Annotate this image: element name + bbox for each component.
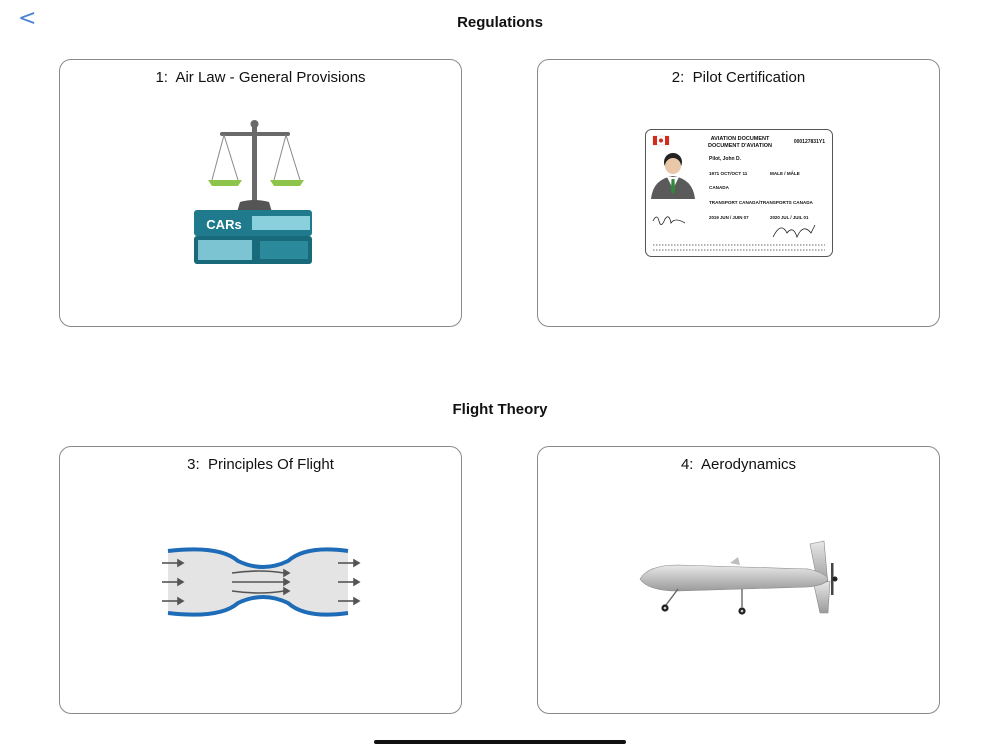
venturi-tube-icon bbox=[162, 547, 361, 617]
section-title-regulations: Regulations bbox=[457, 14, 543, 31]
licence-issue-date: 2019 JUN / JUIN 07 bbox=[709, 215, 749, 220]
pilot-avatar bbox=[651, 153, 695, 199]
lesson-card-title: 4: Aerodynamics bbox=[538, 456, 939, 473]
licence-header-fr: DOCUMENT D'AVIATION bbox=[708, 143, 772, 149]
lesson-card-principles-of-flight[interactable]: 3: Principles Of Flight bbox=[59, 446, 462, 714]
lesson-title: Pilot Certification bbox=[692, 69, 806, 86]
issuer-signature bbox=[772, 224, 816, 239]
licence-name: Pilot, John D. bbox=[709, 156, 742, 162]
cars-book-label: CARs bbox=[206, 217, 241, 232]
back-button[interactable]: < bbox=[18, 6, 37, 31]
lesson-number: 1: bbox=[155, 69, 168, 86]
licence-number: 000127831Y1 bbox=[794, 139, 825, 145]
lesson-card-aerodynamics[interactable]: 4: Aerodynamics bbox=[537, 446, 940, 714]
licence-citizenship: CANADA bbox=[709, 185, 730, 190]
holder-signature bbox=[652, 216, 686, 225]
lesson-card-title: 1: Air Law - General Provisions bbox=[60, 69, 461, 86]
lesson-card-air-law[interactable]: 1: Air Law - General Provisions CARs bbox=[59, 59, 462, 327]
home-indicator[interactable] bbox=[374, 740, 626, 744]
lesson-title: Principles Of Flight bbox=[207, 456, 334, 473]
pilot-licence-card-icon: AVIATION DOCUMENT DOCUMENT D'AVIATION 00… bbox=[645, 129, 833, 257]
lesson-card-title: 3: Principles Of Flight bbox=[60, 456, 461, 473]
licence-dob: 1971 OCT/OCT 11 bbox=[709, 171, 748, 176]
lesson-card-title: 2: Pilot Certification bbox=[538, 69, 939, 86]
lesson-card-pilot-certification[interactable]: 2: Pilot Certification AVIATION DOCUMENT… bbox=[537, 59, 940, 327]
scales-and-books-icon: CARs bbox=[194, 120, 312, 264]
licence-header-en: AVIATION DOCUMENT bbox=[711, 136, 770, 142]
lesson-number: 3: bbox=[187, 456, 200, 473]
licence-sex: MALE / MÂLE bbox=[770, 170, 800, 176]
lesson-number: 2: bbox=[671, 69, 685, 86]
lesson-title: Air Law - General Provisions bbox=[175, 69, 366, 86]
drone-aircraft-icon bbox=[639, 540, 838, 615]
licence-expiry-date: 2020 JUL / JUIL 01 bbox=[770, 215, 809, 220]
licence-issuer: TRANSPORT CANADA/TRANSPORTS CANADA bbox=[709, 200, 814, 205]
lesson-number: 4: bbox=[680, 456, 694, 473]
section-title-flight-theory: Flight Theory bbox=[452, 401, 548, 418]
lesson-title: Aerodynamics bbox=[700, 456, 797, 473]
